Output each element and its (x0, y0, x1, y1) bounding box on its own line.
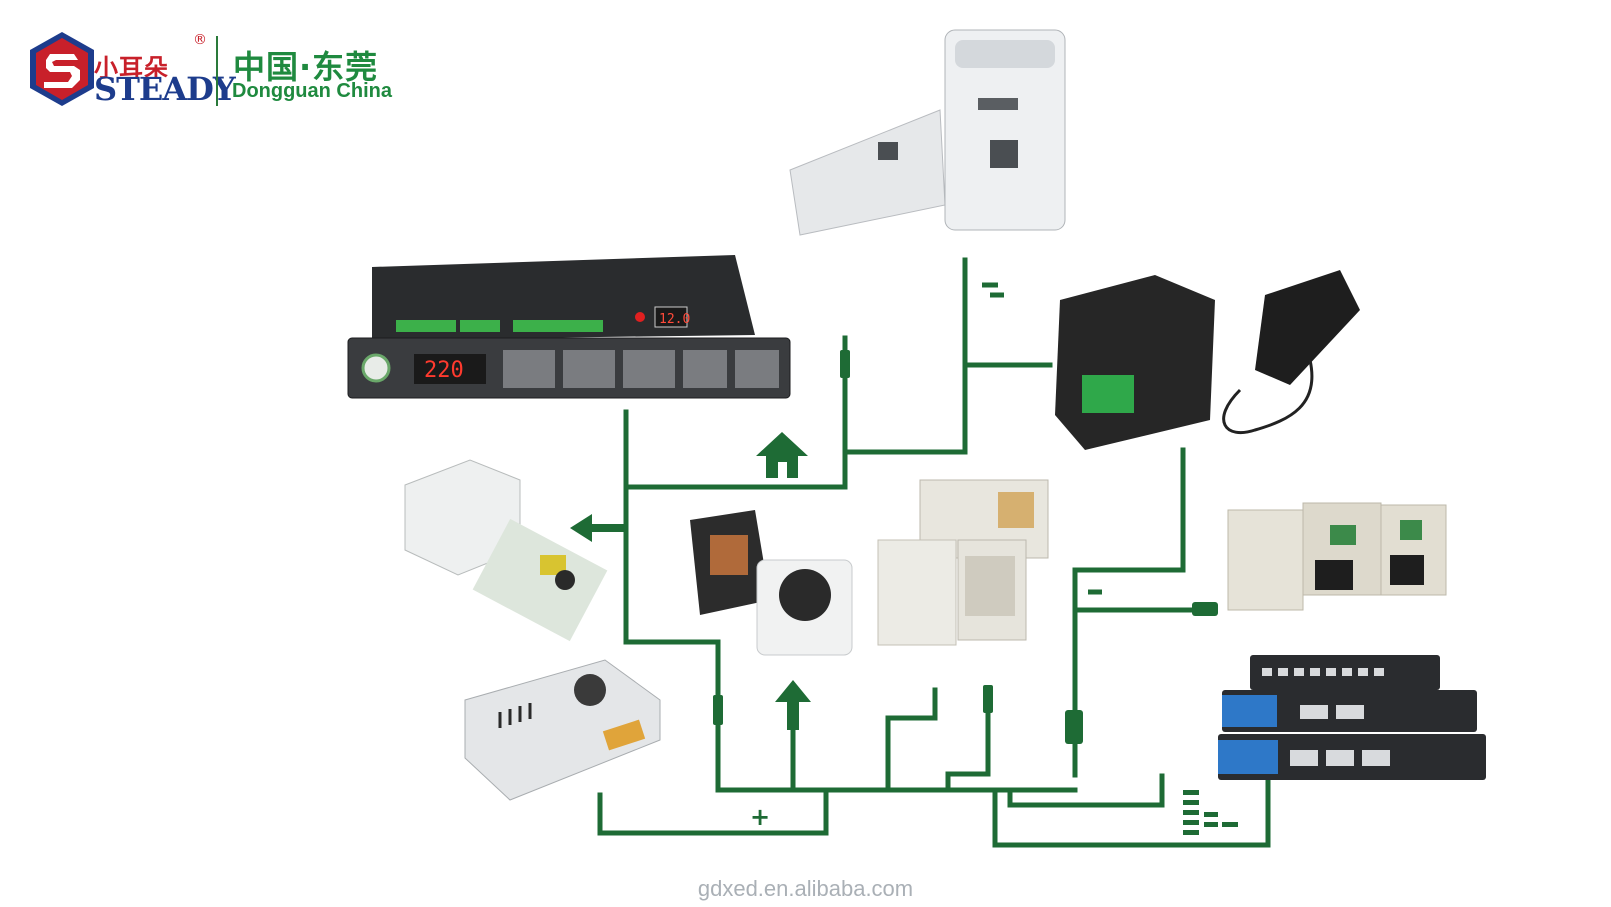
minus-symbols (982, 282, 1102, 595)
enclosure-box-image (877, 479, 1049, 646)
connector-plugs (713, 350, 1218, 744)
city-chinese-name: 中国·东莞 (233, 48, 379, 86)
network-switch-image (1218, 655, 1486, 780)
voltage-display: 220 (424, 358, 464, 383)
arrow-up-icon (775, 680, 811, 730)
brand-chinese-name: 小耳朵 (94, 54, 169, 82)
brand-english-name: STEADY (94, 70, 236, 108)
registered-mark: ® (193, 32, 207, 48)
website-watermark: gdxed.en.alibaba.com (697, 876, 914, 901)
bar-stack-icon (1183, 790, 1238, 835)
steady-s-emblem-icon (30, 32, 94, 106)
transformer-image (690, 510, 853, 656)
connector-lines (597, 257, 1271, 848)
arrow-left-icon (570, 514, 624, 542)
din-rail-power-supply-image (404, 459, 608, 642)
brand-logo: 小耳朵 ® STEADY 中国·东莞 Dongguan China (28, 30, 408, 110)
plus-symbol: + (750, 803, 770, 831)
meter-display: 12.0 (659, 312, 690, 327)
house-icon (756, 432, 808, 478)
waterproof-power-supply-image (789, 29, 1066, 236)
logo-divider (216, 36, 218, 106)
switching-power-supply-image (464, 659, 661, 801)
power-adapter-image (1055, 270, 1360, 450)
rack-power-unit-image: 220 12.0 (347, 255, 791, 399)
access-control-box-image (1227, 502, 1447, 611)
city-english-name: Dongguan China (232, 80, 392, 102)
